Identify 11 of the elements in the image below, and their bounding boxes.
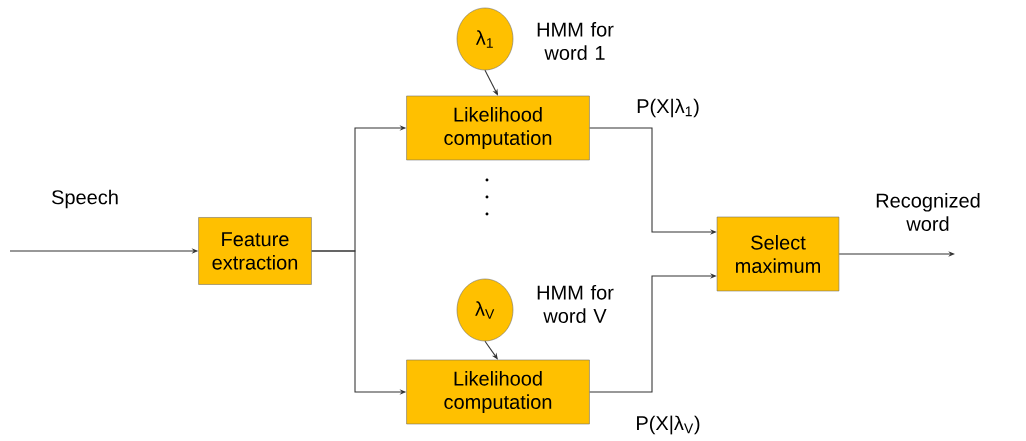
process-box: Select maximum bbox=[716, 216, 840, 292]
edge-label: P(X|λ$_{1}$) bbox=[637, 98, 699, 118]
node-caption: HMM for word V bbox=[537, 285, 614, 323]
edge-label: Recognized word bbox=[876, 193, 980, 231]
process-box: Likelihood computation bbox=[406, 359, 590, 425]
edge-label: P(X|λ$_{V}$) bbox=[637, 415, 700, 435]
process-box: Feature extraction bbox=[198, 217, 312, 285]
node-caption: HMM for word 1 bbox=[537, 22, 614, 60]
process-box: Likelihood computation bbox=[406, 95, 590, 161]
edge-label: Speech bbox=[52, 189, 118, 209]
arrow bbox=[484, 340, 498, 360]
